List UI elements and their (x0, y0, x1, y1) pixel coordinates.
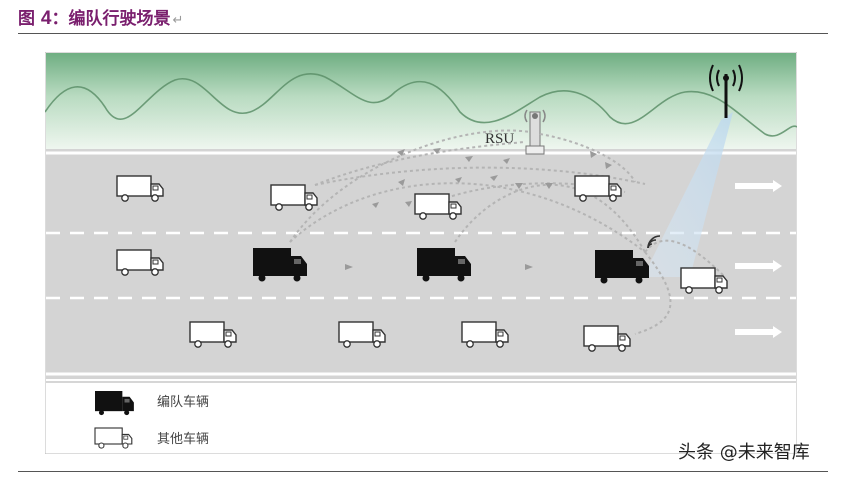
figure-title-label: 图 (18, 9, 35, 29)
wifi-icon (647, 235, 661, 249)
watermark: 头条 @未来智库 (678, 442, 810, 463)
rsu-label: RSU (485, 131, 514, 147)
link-arrowheads (345, 148, 612, 270)
cell-tower-icon (709, 64, 743, 118)
top-rule (18, 33, 828, 34)
direction-arrow-icon (735, 326, 782, 338)
figure-title: 图 4：编队行驶场景↵ (18, 5, 183, 33)
hill-outline (45, 73, 797, 137)
direction-arrow-icon (735, 180, 782, 192)
platoon-scenario-diagram: RSU (45, 52, 797, 454)
legend-platoon-label: 编队车辆 (157, 394, 209, 410)
figure-title-number: 4 (40, 8, 52, 29)
legend: 编队车辆 其他车辆 (94, 391, 209, 449)
hill-band (46, 53, 796, 149)
return-mark: ↵ (172, 13, 184, 28)
bottom-rule (18, 471, 828, 472)
direction-arrow-icon (735, 260, 782, 272)
rsu-antenna-icon (524, 109, 546, 155)
figure-title-text: ：编队行驶场景 (51, 9, 171, 29)
lane-direction-arrows (735, 180, 782, 338)
signal-beam (643, 112, 733, 277)
legend-other-label: 其他车辆 (157, 431, 209, 447)
